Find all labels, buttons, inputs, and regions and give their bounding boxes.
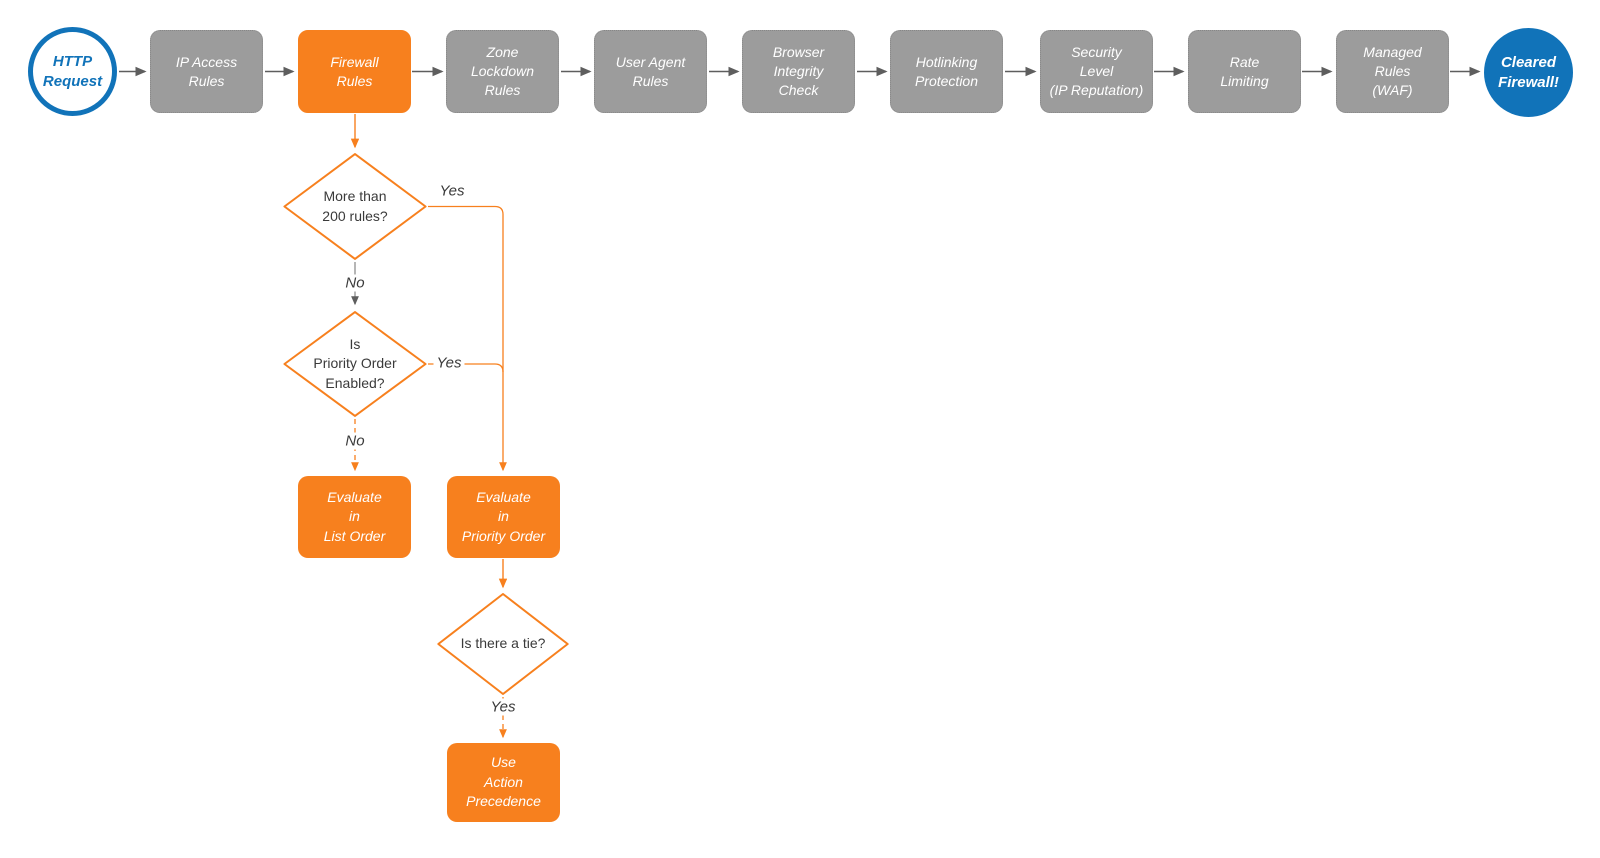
edge-label-decision2-yes: Yes bbox=[433, 354, 465, 372]
edge-label-decision1-yes: Yes bbox=[436, 182, 468, 200]
decision-priority-order-enabled: Is Priority Order Enabled? bbox=[283, 311, 427, 417]
end-node-cleared-firewall: Cleared Firewall! bbox=[1484, 28, 1573, 117]
step-label: Security Level (IP Reputation) bbox=[1049, 44, 1144, 98]
step-user-agent-rules: User Agent Rules bbox=[594, 30, 707, 113]
step-label: Browser Integrity Check bbox=[772, 44, 825, 98]
edge-label-decision2-no: No bbox=[342, 432, 368, 450]
action-label: Evaluate in Priority Order bbox=[461, 488, 546, 544]
step-label: Managed Rules (WAF) bbox=[1363, 44, 1422, 98]
step-label: Zone Lockdown Rules bbox=[470, 44, 535, 98]
start-node-http-request: HTTP Request bbox=[28, 27, 117, 116]
decision-more-than-200-rules: More than 200 rules? bbox=[283, 153, 427, 260]
action-label: Use Action Precedence bbox=[466, 754, 541, 810]
start-node-label: HTTP Request bbox=[42, 53, 103, 90]
diamond-shape bbox=[283, 311, 427, 417]
step-firewall-rules: Firewall Rules bbox=[298, 30, 411, 113]
end-node-label: Cleared Firewall! bbox=[1498, 54, 1559, 91]
diamond-shape bbox=[283, 153, 427, 260]
edge-decision2-yes bbox=[428, 363, 504, 373]
decision-label: Is there a tie? bbox=[460, 635, 546, 652]
step-label: Hotlinking Protection bbox=[914, 53, 979, 89]
step-security-level: Security Level (IP Reputation) bbox=[1040, 30, 1153, 113]
step-label: Firewall Rules bbox=[330, 53, 379, 89]
step-rate-limiting: Rate Limiting bbox=[1188, 30, 1301, 113]
step-label: User Agent Rules bbox=[615, 53, 686, 89]
action-evaluate-in-list-order: Evaluate in List Order bbox=[298, 476, 411, 558]
edge-decision1-yes bbox=[428, 205, 507, 472]
edge-label-decision1-no: No bbox=[342, 274, 368, 292]
step-label: Rate Limiting bbox=[1220, 53, 1269, 89]
step-managed-rules-waf: Managed Rules (WAF) bbox=[1336, 30, 1449, 113]
decision-label: Is Priority Order Enabled? bbox=[313, 335, 397, 391]
step-ip-access-rules: IP Access Rules bbox=[150, 30, 263, 113]
action-use-action-precedence: Use Action Precedence bbox=[447, 743, 560, 822]
step-hotlinking-protection: Hotlinking Protection bbox=[890, 30, 1003, 113]
action-label: Evaluate in List Order bbox=[323, 488, 386, 544]
step-zone-lockdown-rules: Zone Lockdown Rules bbox=[446, 30, 559, 113]
step-label: IP Access Rules bbox=[175, 53, 238, 89]
decision-label: More than 200 rules? bbox=[322, 187, 388, 224]
step-browser-integrity-check: Browser Integrity Check bbox=[742, 30, 855, 113]
edge-label-decision3-yes: Yes bbox=[487, 698, 519, 716]
action-evaluate-in-priority-order: Evaluate in Priority Order bbox=[447, 476, 560, 558]
diamond-shape bbox=[437, 593, 569, 695]
decision-is-there-a-tie: Is there a tie? bbox=[437, 593, 569, 695]
